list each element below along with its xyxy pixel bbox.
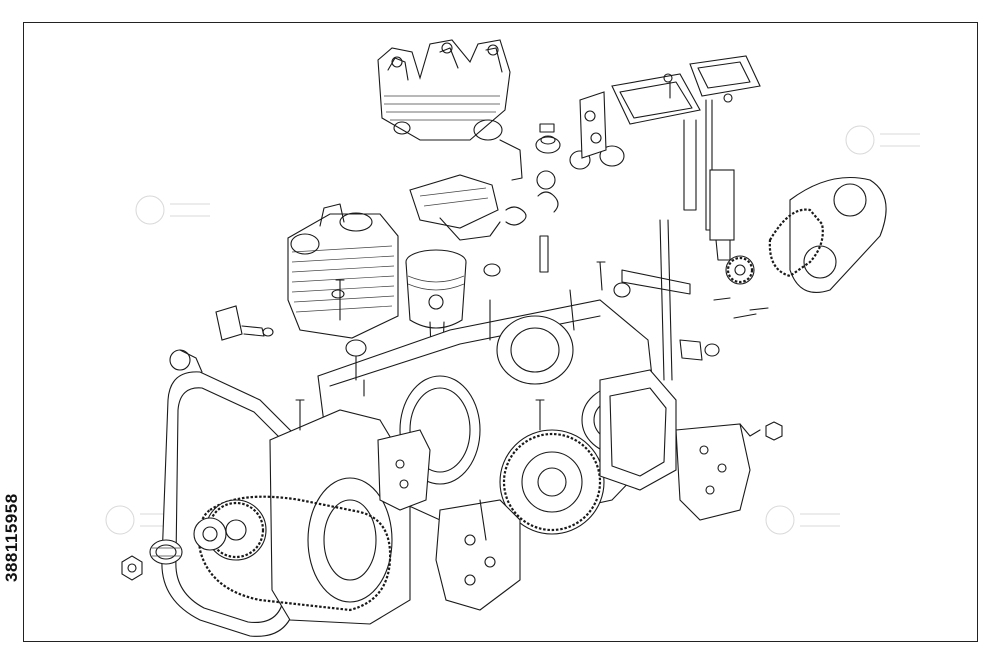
timing-chain-assembly xyxy=(725,177,887,294)
stock-id-label: 388115958 xyxy=(2,493,21,583)
cover-plate-assembly xyxy=(579,55,761,261)
rocker-arm-parts xyxy=(409,174,549,277)
small-parts-top xyxy=(535,123,625,213)
piston xyxy=(405,249,467,403)
pushrods xyxy=(613,219,769,381)
bolts-scattered xyxy=(295,261,606,541)
front-cylinder xyxy=(287,203,399,339)
clutch-parts xyxy=(121,539,183,581)
center-sprocket xyxy=(499,429,605,535)
carburetor-part xyxy=(215,305,367,381)
drive-chain xyxy=(193,495,392,612)
cylinder-head-top xyxy=(377,39,523,181)
gearbox-housing xyxy=(599,369,677,491)
left-mount-plate xyxy=(377,429,521,611)
clutch-cover xyxy=(269,409,411,625)
right-mount-plate xyxy=(675,421,783,521)
